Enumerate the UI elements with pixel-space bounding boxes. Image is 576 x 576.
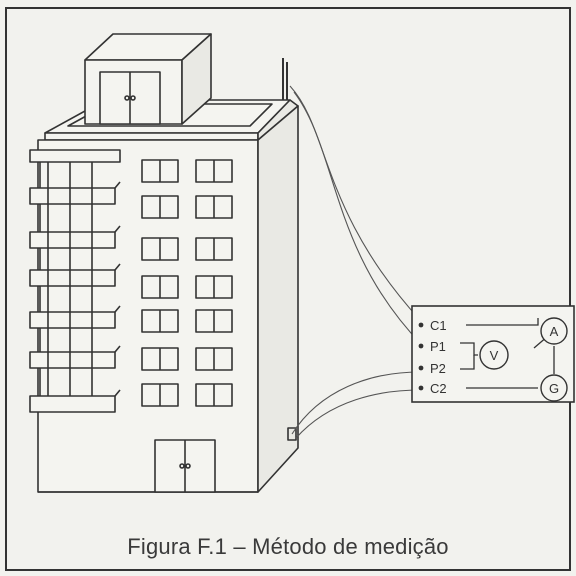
ammeter-symbol bbox=[540, 317, 568, 345]
terminal-dot bbox=[418, 365, 424, 371]
terminal-label-p1: P1 bbox=[430, 339, 446, 354]
voltmeter-symbol bbox=[479, 340, 509, 370]
entrance-door bbox=[154, 439, 216, 493]
voltmeter-label: V bbox=[490, 348, 499, 363]
lightning-rod bbox=[282, 58, 288, 100]
rooftop-machine-room bbox=[84, 33, 212, 125]
terminal-dot bbox=[418, 385, 424, 391]
terminal-label-c1: C1 bbox=[430, 318, 447, 333]
generator-symbol bbox=[540, 374, 568, 402]
terminal-dot bbox=[418, 343, 424, 349]
terminal-label-c2: C2 bbox=[430, 381, 447, 396]
figure-caption: Figura F.1 – Método de medição bbox=[127, 534, 449, 559]
measuring-instrument: A G V C1 P1 P2 C2 bbox=[411, 305, 575, 403]
generator-label: G bbox=[549, 381, 559, 396]
balconies bbox=[29, 149, 121, 413]
ground-electrode bbox=[287, 427, 297, 441]
terminal-dot bbox=[418, 322, 424, 328]
ammeter-label: A bbox=[550, 324, 559, 339]
windows bbox=[141, 159, 233, 407]
test-leads bbox=[289, 85, 423, 439]
building bbox=[29, 33, 299, 493]
terminal-label-p2: P2 bbox=[430, 361, 446, 376]
